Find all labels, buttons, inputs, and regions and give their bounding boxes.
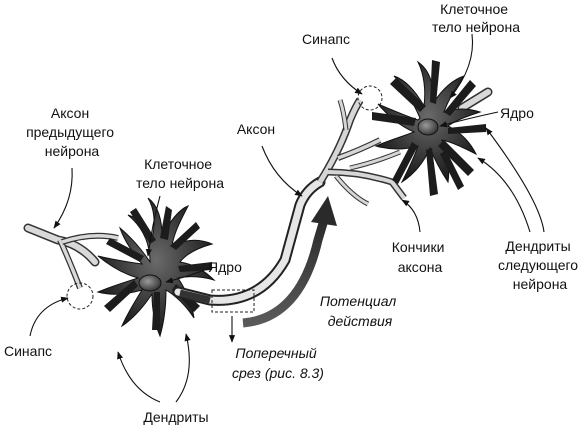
label-synapse-right: Синапс — [302, 31, 350, 47]
left-synapse-marker — [66, 282, 94, 310]
leader-lines — [29, 33, 545, 403]
label-dendrites-next: Дендриты следующего нейрона — [498, 238, 582, 292]
label-action-potential: Потенциал действия — [320, 293, 400, 329]
main-axon — [172, 176, 326, 306]
right-neuron — [316, 60, 493, 207]
label-axon-terminals: Кончики аксона — [392, 239, 449, 275]
right-nucleus — [417, 118, 439, 136]
label-cell-body-right: Клеточное тело нейрона — [432, 1, 520, 35]
label-dendrites-left: Дендриты — [143, 409, 208, 425]
label-axon: Аксон — [237, 121, 275, 137]
left-nucleus — [138, 274, 162, 292]
labels: Аксон предыдущего нейрона Клеточное тело… — [4, 1, 582, 425]
label-axon-previous: Аксон предыдущего нейрона — [26, 105, 118, 159]
label-nucleus-right: Ядро — [500, 105, 534, 121]
label-cell-body-left: Клеточное тело нейрона — [136, 156, 224, 191]
axon-terminals — [316, 97, 407, 207]
left-neuron — [23, 197, 216, 338]
previous-axon — [23, 223, 119, 290]
cross-section-marker — [211, 289, 255, 313]
right-synapse-marker — [357, 85, 383, 111]
action-potential-arrow — [242, 196, 337, 328]
left-dendrites — [104, 206, 212, 330]
label-cross-section: Поперечный срез (рис. 8.3) — [232, 345, 324, 381]
label-synapse-left: Синапс — [4, 343, 52, 359]
right-dendrites — [372, 60, 486, 196]
label-nucleus-left: Ядро — [208, 259, 242, 275]
